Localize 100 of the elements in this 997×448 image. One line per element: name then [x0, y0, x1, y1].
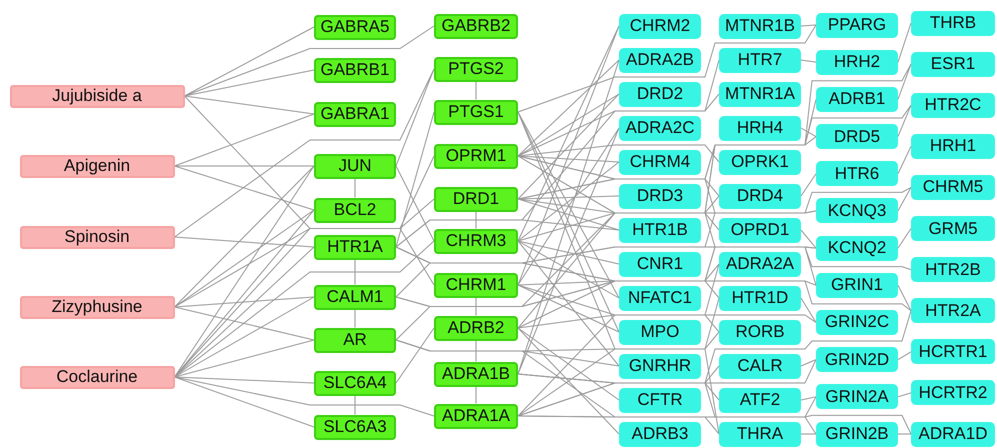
target-node: ATF2 [719, 388, 801, 412]
connector-line [396, 280, 816, 307]
connector-line [800, 359, 816, 366]
connector-line [898, 186, 912, 212]
target-node: DRD5 [816, 124, 898, 150]
connector-line [174, 68, 434, 238]
connector-line [518, 314, 720, 332]
target-node: ADRA1A [434, 404, 518, 428]
connector-line [184, 26, 314, 96]
connector-line [396, 166, 434, 242]
target-node: CALM1 [314, 284, 396, 310]
target-node: DRD4 [719, 184, 801, 208]
target-node: HTR1B [619, 218, 701, 242]
connector-line [174, 376, 314, 384]
connector-line [800, 230, 816, 249]
target-node: HTR1D [719, 286, 801, 310]
target-node: ESR1 [911, 52, 995, 77]
connector-line [518, 24, 816, 112]
connector-line [174, 376, 314, 428]
connector-line [174, 166, 314, 210]
connector-line [184, 96, 314, 114]
connector-line [174, 166, 314, 378]
connector-line [800, 298, 816, 323]
connector-line [396, 64, 912, 340]
connector-line [518, 284, 620, 332]
connector-line [174, 210, 314, 378]
target-node: JUN [314, 154, 396, 178]
connector-line [174, 210, 314, 308]
target-node: ADRA1B [434, 362, 518, 386]
connector-line [518, 128, 620, 374]
connector-line [396, 220, 620, 248]
connector-line [518, 156, 816, 286]
connector-line [354, 309, 356, 328]
target-node: SLC6A4 [314, 370, 396, 396]
target-node: GABRB2 [434, 14, 518, 38]
connector-line [184, 70, 314, 96]
target-node: PTGS1 [434, 100, 518, 124]
connector-line [396, 112, 434, 248]
target-node: KCNQ3 [816, 198, 898, 224]
compound-node: Jujubiside a [10, 84, 184, 108]
target-node: HTR2C [911, 92, 995, 118]
target-node: GRIN2C [816, 310, 898, 335]
compound-node: Spinosin [20, 226, 174, 248]
connector-line [518, 112, 620, 298]
target-node: ADRB2 [434, 316, 518, 340]
connector-line [518, 328, 620, 434]
target-node: BCL2 [314, 198, 396, 222]
connector-line [800, 24, 816, 26]
connector-line [898, 22, 912, 63]
connector-line [518, 94, 620, 156]
target-node: CALR [719, 354, 801, 378]
target-node: HTR2B [911, 257, 995, 282]
connector-line [898, 104, 912, 138]
target-node: GRIN1 [816, 272, 898, 298]
connector-line [518, 162, 620, 242]
target-node: HTR6 [816, 161, 898, 186]
target-node: OPRM1 [434, 144, 518, 168]
target-node: GRIN2B [816, 422, 898, 446]
connector-line [800, 173, 816, 196]
target-node: CHRM2 [619, 14, 701, 38]
target-node: HTR1A [314, 234, 396, 260]
connector-line [354, 178, 356, 198]
target-node: ADRA1D [911, 422, 995, 446]
connector-line [354, 395, 356, 415]
target-node: HRH4 [719, 116, 801, 140]
connector-line [518, 104, 912, 200]
compound-node: Zizyphusine [20, 296, 174, 318]
target-node: ADRB1 [816, 86, 898, 112]
target-node: CFTR [619, 388, 701, 412]
connector-line [898, 284, 912, 312]
target-node: ADRA2B [619, 48, 701, 72]
connector-line [354, 259, 356, 285]
target-node: GRIN2A [816, 384, 898, 410]
target-node: ADRA2A [719, 252, 801, 276]
target-node: CNR1 [619, 252, 701, 276]
connector-line [396, 210, 816, 298]
connector-line [800, 396, 816, 400]
connector-line [396, 246, 912, 312]
connector-line [518, 240, 620, 366]
compound-node: Coclaurine [20, 366, 174, 388]
connector-line [898, 64, 912, 100]
target-node: OPRK1 [719, 150, 801, 174]
connector-line [518, 94, 720, 156]
target-node: PPARG [816, 12, 898, 38]
connector-line [174, 114, 314, 166]
connector-line [898, 351, 912, 360]
connector-line [518, 26, 620, 242]
target-node: CHRM5 [911, 174, 995, 200]
connector-line [518, 196, 720, 214]
connector-line [518, 144, 720, 162]
connector-line [898, 228, 912, 249]
connector-line [800, 60, 816, 63]
target-node: MPO [619, 320, 701, 344]
target-node: PTGS2 [434, 56, 518, 82]
compound-node: Apigenin [20, 154, 174, 178]
connector-line [174, 166, 314, 308]
target-node: GABRB1 [314, 58, 396, 82]
target-node: SLC6A3 [314, 414, 396, 440]
target-node: HCRTR1 [911, 339, 995, 364]
target-node: THRB [911, 10, 995, 36]
